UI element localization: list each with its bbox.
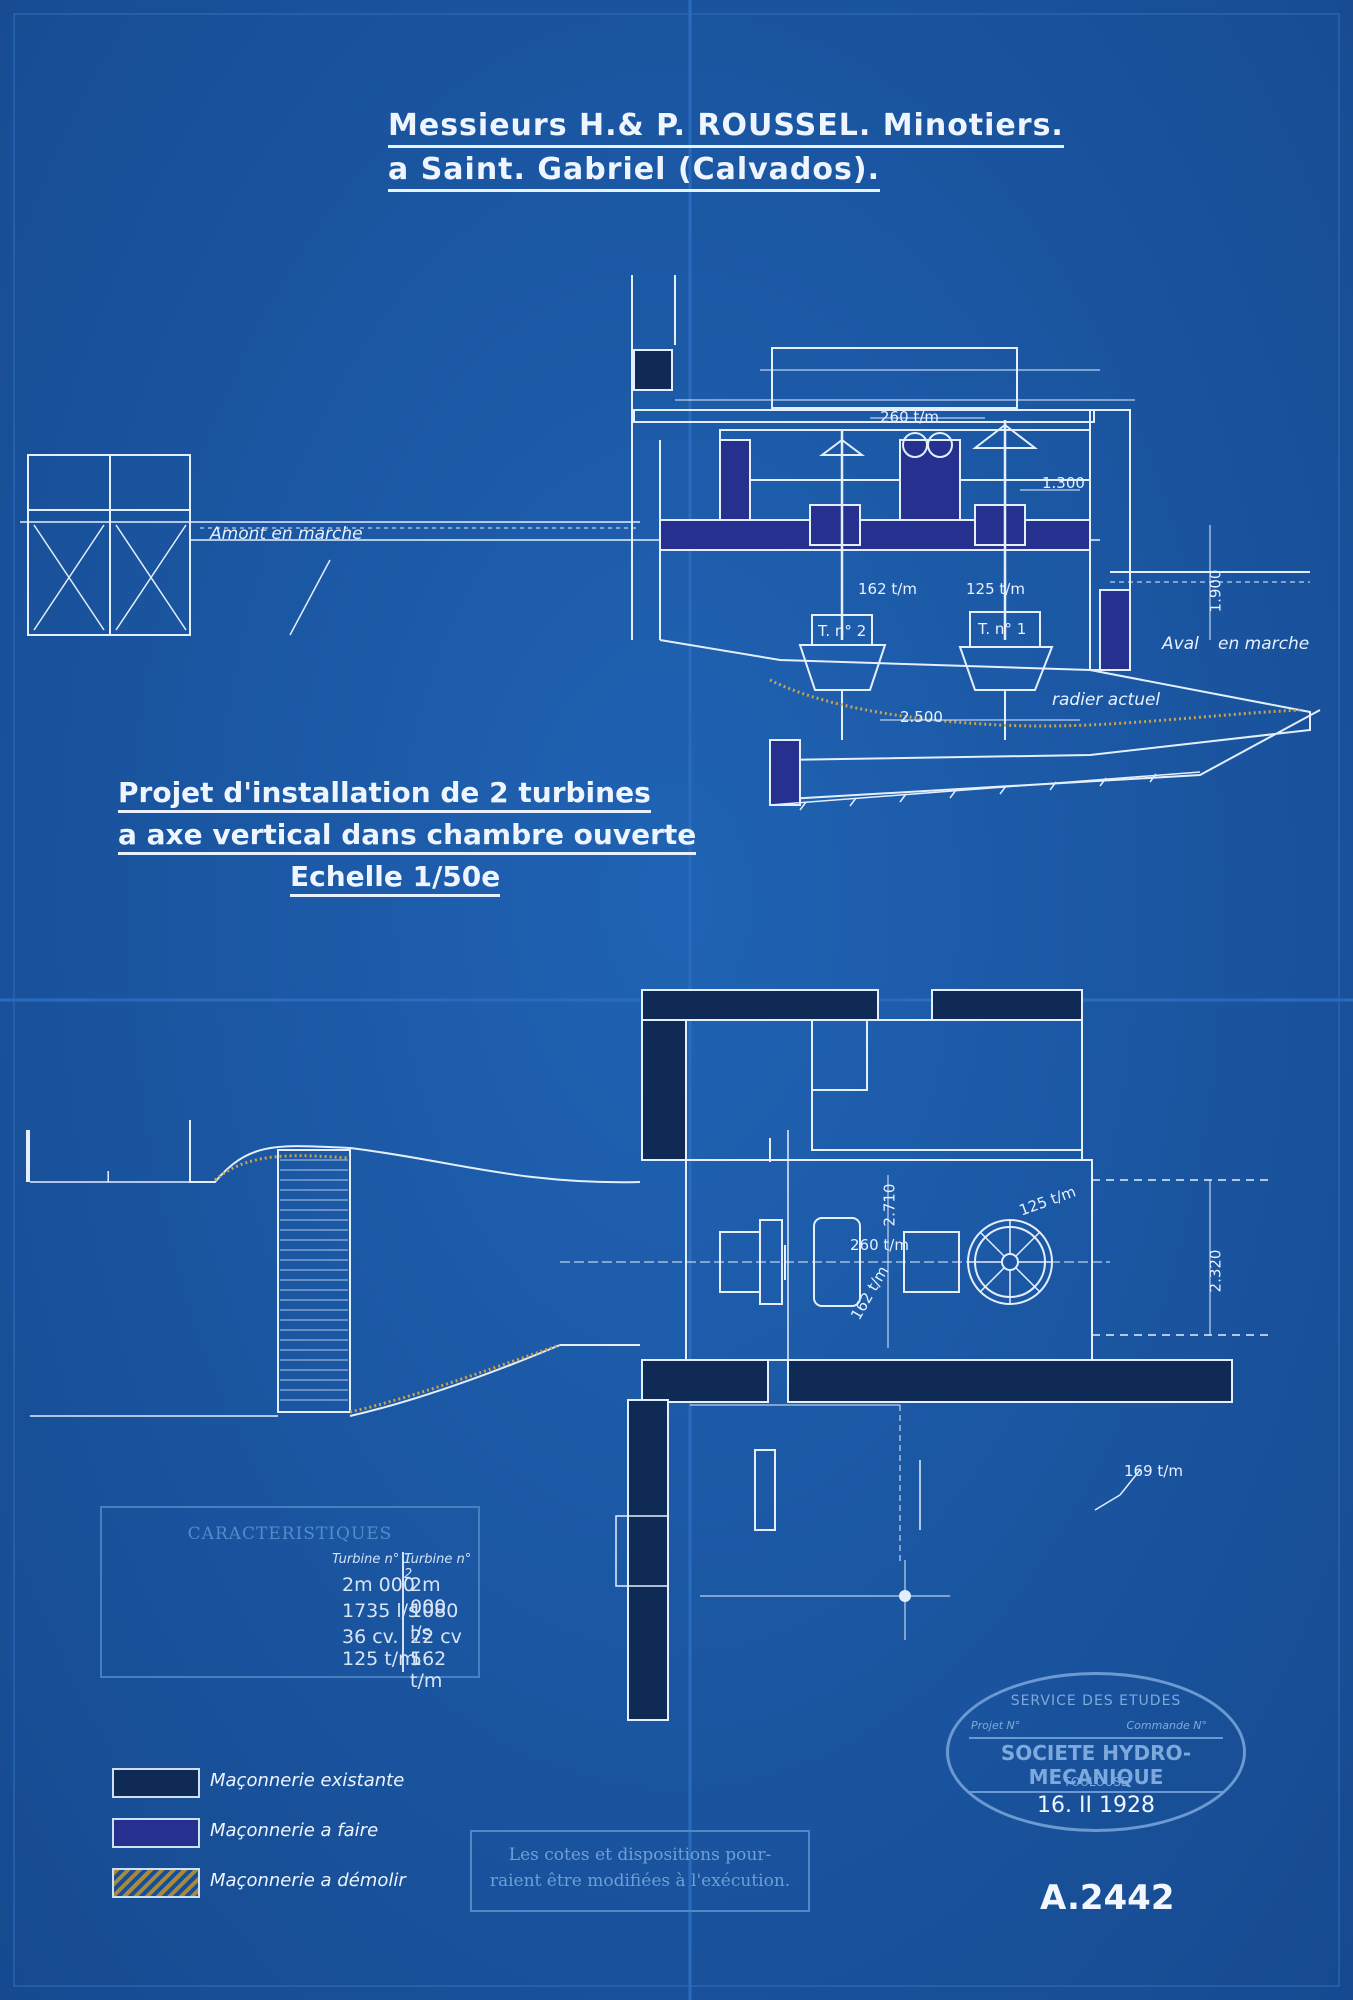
label-pulley-speed: 260 t/m [880, 408, 939, 426]
label-aval: Aval [1162, 634, 1199, 654]
note-line-1: Les cotes et dispositions pour- [508, 1845, 772, 1865]
stamp-service: SERVICE DES ETUDES [1010, 1693, 1182, 1709]
elevation-view [20, 275, 1321, 811]
label-amont: Amont en marche [210, 524, 363, 544]
label-radier: radier actuel [1052, 690, 1161, 710]
characteristics-table: CARACTERISTIQUES Turbine n° 1 Turbine n°… [100, 1506, 480, 1692]
char-row-3-t2: 22 cv 5 [410, 1626, 462, 1670]
dim-1300: 1.300 [1042, 474, 1085, 492]
execution-note: Les cotes et dispositions pour- raient ê… [470, 1830, 810, 1912]
legend-swatch-demolish [112, 1868, 200, 1898]
label-turbine-2: T. n° 2 [818, 622, 867, 640]
dim-2320: 2.320 [1206, 1249, 1225, 1293]
char-row-2-t1: 1735 l/s [342, 1600, 418, 1622]
stamp-date: 16. II 1928 [1037, 1793, 1155, 1818]
legend-label-new: Maçonnerie a faire [210, 1820, 379, 1841]
dim-1900: 1.900 [1206, 569, 1225, 613]
plan-mark-i: I [106, 1168, 111, 1186]
title-line-1: Messieurs H.& P. ROUSSEL. Minotiers. [388, 108, 1064, 148]
legend-swatch-new [112, 1818, 200, 1848]
plan-speed-169: 169 t/m [1124, 1462, 1183, 1480]
characteristics-col-1: Turbine n° 1 [332, 1552, 412, 1567]
plan-view [26, 989, 1270, 1721]
dim-2500: 2.500 [900, 708, 943, 726]
characteristics-title: CARACTERISTIQUES [187, 1524, 393, 1544]
char-row-3-t1: 36 cv. [342, 1626, 399, 1648]
label-speed-t2: 162 t/m [858, 580, 917, 598]
drawing-reference: A.2442 [1040, 1878, 1175, 1918]
title-line-2: a Saint. Gabriel (Calvados). [388, 152, 880, 192]
label-speed-t1: 125 t/m [966, 580, 1025, 598]
characteristics-col-2: Turbine n° 2 [404, 1552, 472, 1582]
stamp-city: TOULOUSE [1063, 1775, 1129, 1789]
legend-label-demolish: Maçonnerie a démolir [210, 1870, 406, 1891]
stamp-commande: Commande N° [1126, 1719, 1207, 1732]
project-title-line-1: Projet d'installation de 2 turbines [118, 776, 651, 813]
legend-label-existing: Maçonnerie existante [210, 1770, 405, 1791]
dim-2710: 2.710 [880, 1183, 899, 1227]
char-row-4-t2: 162 t/m [410, 1648, 447, 1692]
legend-swatch-existing [112, 1768, 200, 1798]
stamp-projet: Projet N° [971, 1719, 1021, 1732]
char-row-1-t2: 2m 000 [410, 1574, 447, 1618]
company-stamp: SERVICE DES ETUDES Projet N° Commande N°… [946, 1672, 1246, 1832]
project-title-line-2: a axe vertical dans chambre ouverte [118, 818, 697, 855]
label-turbine-1: T. n° 1 [978, 620, 1027, 638]
char-row-4-t1: 125 t/m [342, 1648, 417, 1670]
note-line-2: raient être modifiées à l'exécution. [489, 1871, 791, 1891]
label-aval-marche: en marche [1218, 634, 1310, 654]
project-scale: Echelle 1/50e [290, 860, 501, 897]
stamp-company: SOCIETE HYDRO-MECANIQUE [969, 1737, 1223, 1793]
char-row-1-t1: 2m 000 [342, 1574, 415, 1596]
plan-speed-260: 260 t/m [850, 1236, 909, 1254]
char-row-2-t2: 1080 l/s [410, 1600, 459, 1644]
